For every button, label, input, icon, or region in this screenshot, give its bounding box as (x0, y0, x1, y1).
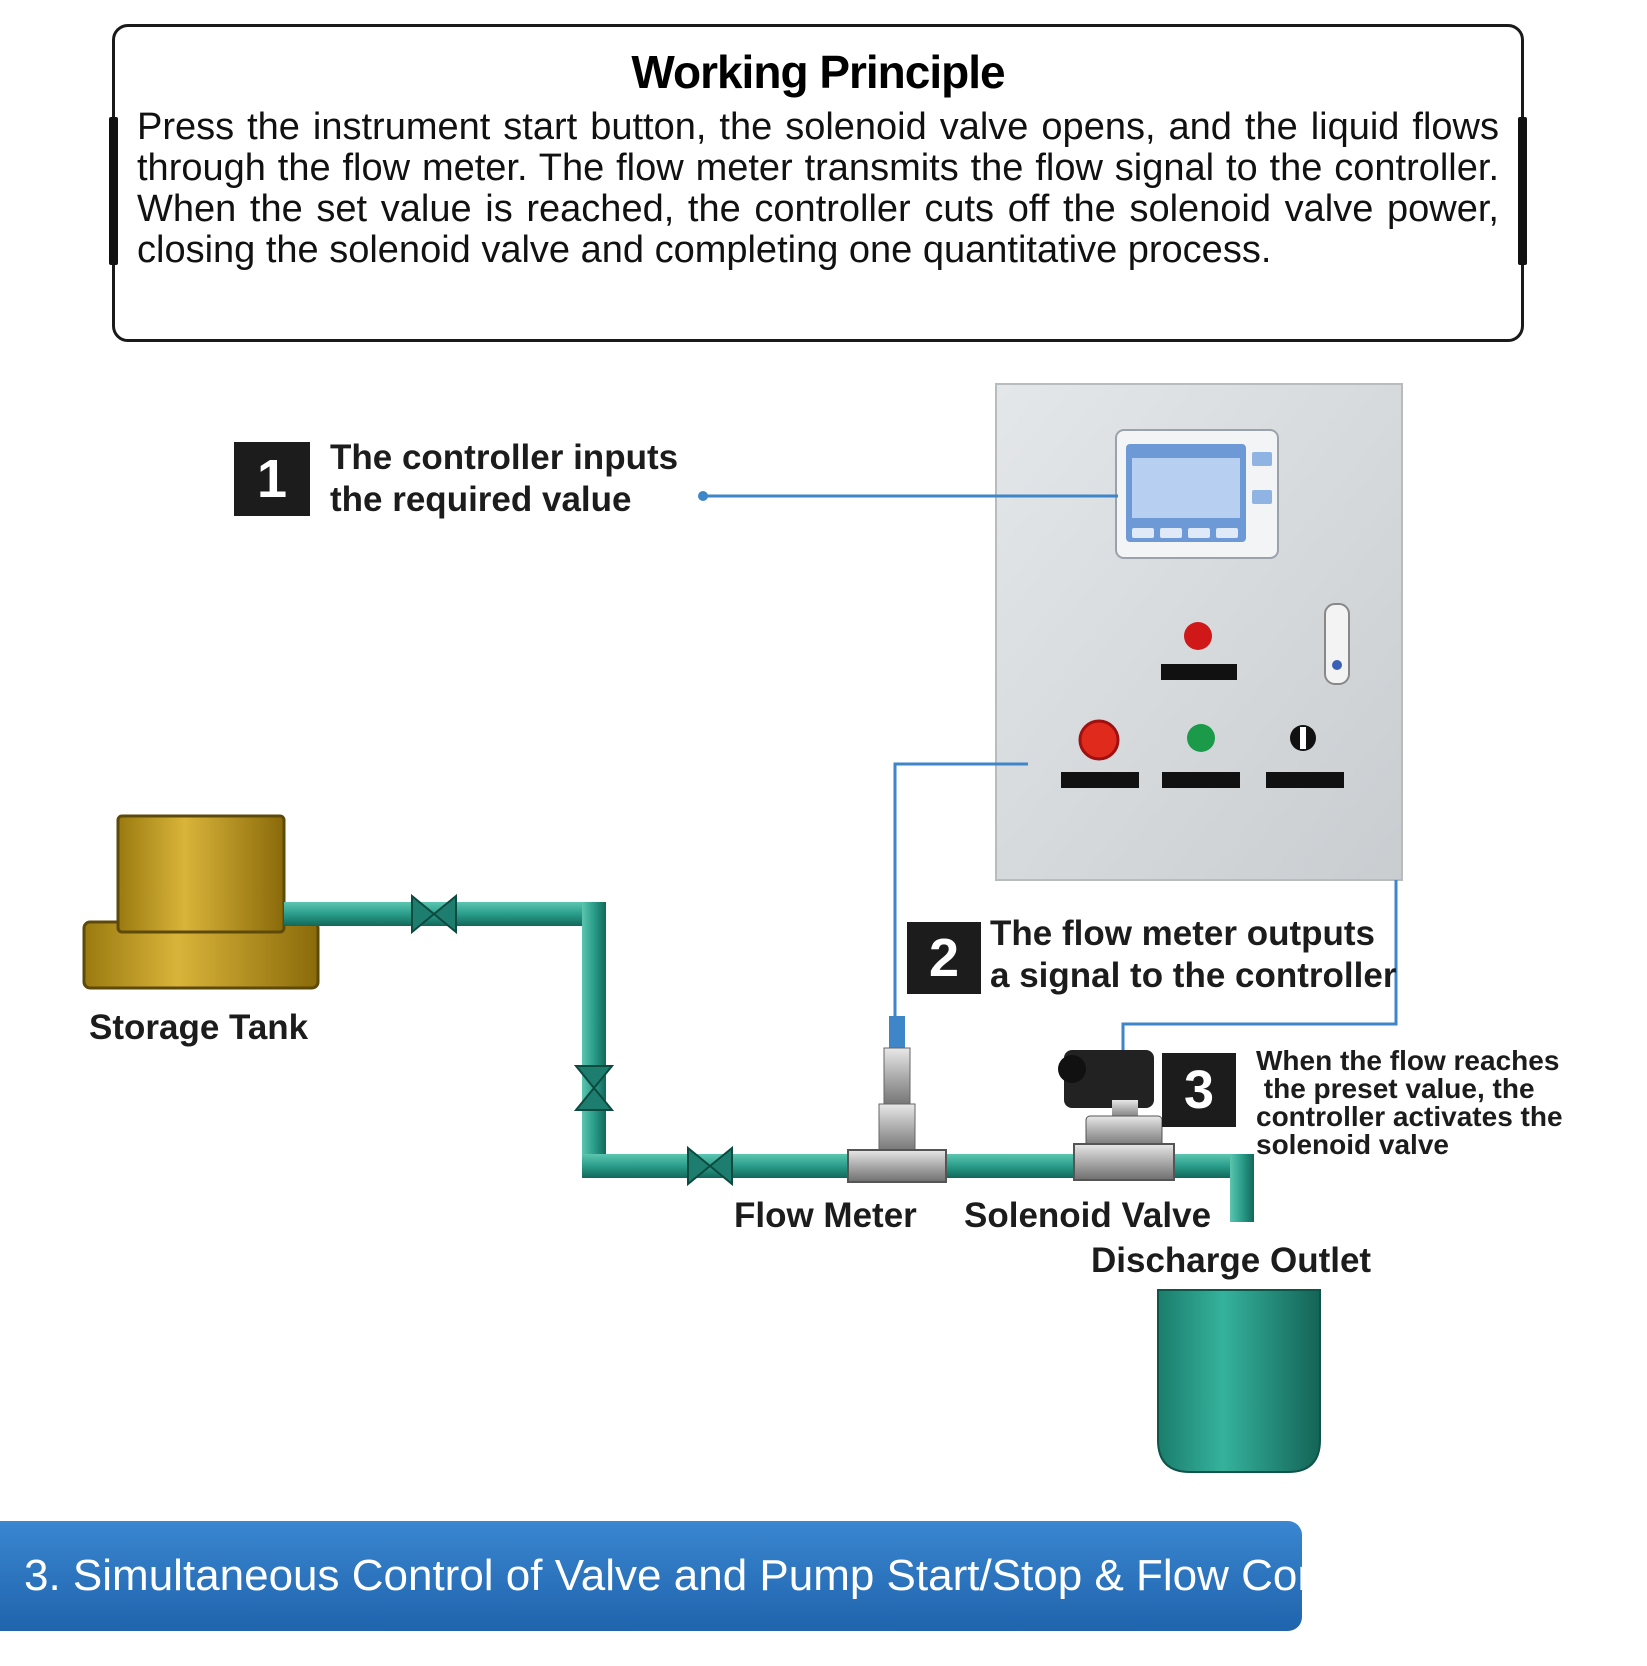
process-diagram (82, 383, 1403, 1473)
storage-tank-label: Storage Tank (89, 1008, 309, 1047)
step-3-badge: 3 (1162, 1053, 1236, 1127)
step-3-line-2: the preset value, the (1256, 1073, 1535, 1104)
working-principle-box: Working Principle Press the instrument s… (109, 24, 1527, 342)
discharge-container (1157, 1289, 1321, 1473)
indicator-light-red (1184, 622, 1212, 650)
step-1-callout: The controller inputs the required value (330, 437, 678, 521)
step-2-line-1: The flow meter outputs (990, 914, 1375, 953)
discharge-outlet-label: Discharge Outlet (1091, 1241, 1372, 1280)
emergency-stop-button (1078, 719, 1120, 761)
door-handle (1324, 603, 1350, 685)
step-3-line-3: controller activates the (1256, 1101, 1563, 1132)
flow-meter-label: Flow Meter (734, 1196, 917, 1235)
principle-text: Press the instrument start button, the s… (137, 106, 1499, 271)
right-accent-bar (1518, 117, 1527, 265)
signal-lines (703, 494, 1398, 1050)
flow-meter (847, 1016, 947, 1183)
step-2-badge: 2 (907, 922, 981, 994)
step-3-line-4: solenoid valve (1256, 1129, 1449, 1160)
section-banner: 3. Simultaneous Control of Valve and Pum… (0, 1521, 1383, 1631)
step-2-callout: The flow meter outputs a signal to the c… (990, 913, 1396, 997)
principle-title: Working Principle (631, 46, 1005, 98)
banner-text: 3. Simultaneous Control of Valve and Pum… (24, 1551, 1383, 1600)
solenoid-valve-label: Solenoid Valve (964, 1196, 1212, 1235)
step-3-callout: When the flow reaches the preset value, … (1256, 1047, 1563, 1159)
start-button (1187, 724, 1215, 752)
step-1-line-1: The controller inputs (330, 438, 679, 477)
control-panel (995, 383, 1403, 881)
storage-tank (82, 814, 320, 990)
left-accent-bar (109, 117, 118, 265)
step-2-line-2: a signal to the controller (990, 956, 1397, 995)
step-1-line-2: the required value (330, 480, 632, 519)
controller-display (1115, 429, 1279, 559)
solenoid-valve (1058, 1050, 1175, 1181)
step-1-badge: 1 (234, 442, 310, 516)
step-3-line-1: When the flow reaches (1256, 1045, 1560, 1076)
